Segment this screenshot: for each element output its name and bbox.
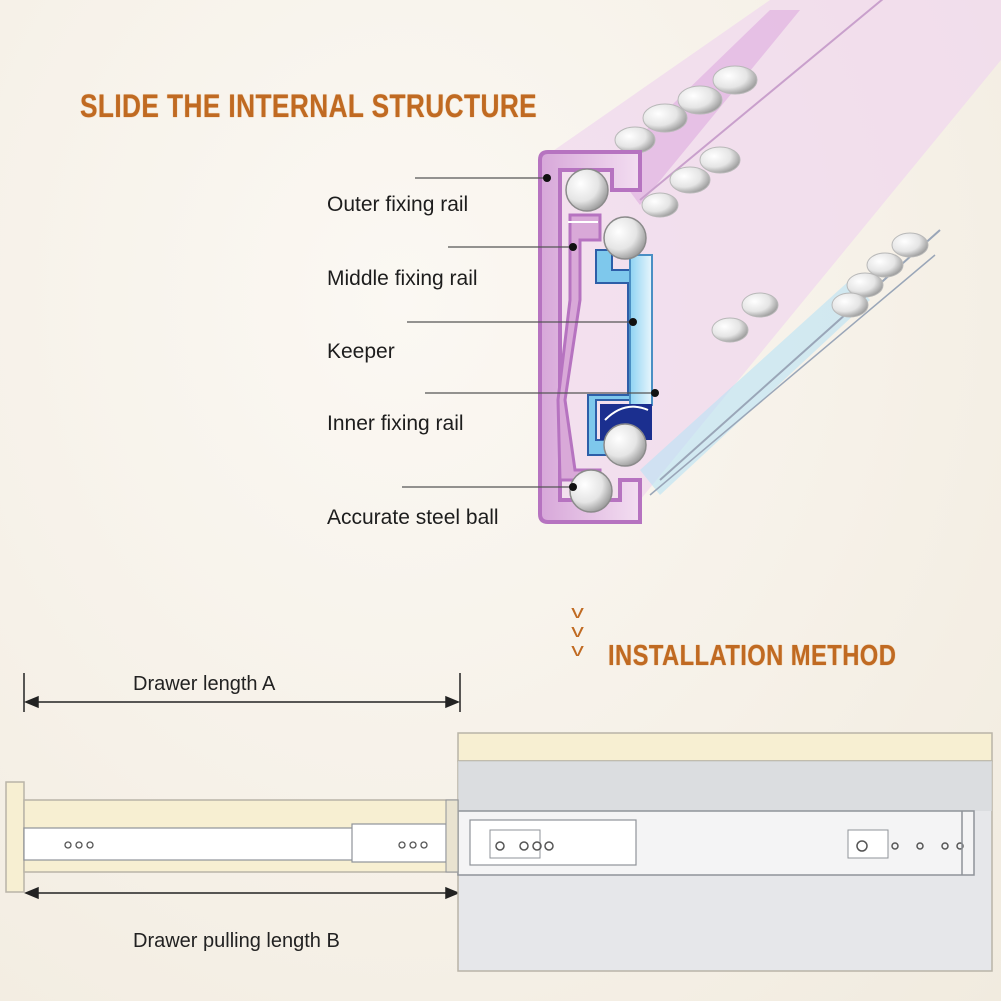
chevron-down-icon: v (571, 621, 584, 641)
outer-fixing-rail (538, 150, 642, 524)
middle-fixing-rail (556, 213, 602, 482)
label-accurate-steel-ball: Accurate steel ball (327, 506, 499, 529)
chevron-down-icon: v (571, 640, 584, 660)
cabinet (457, 732, 993, 972)
drawer (5, 781, 459, 893)
accurate-steel-ball (565, 168, 647, 513)
label-drawer-pulling-length-b: Drawer pulling length B (133, 930, 340, 952)
leader-lines (402, 177, 655, 488)
chevron-down-icon: v (571, 602, 584, 622)
dimension-arrows (23, 673, 461, 900)
section-title-internal-structure: SLIDE THE INTERNAL STRUCTURE (80, 88, 538, 124)
label-middle-fixing-rail: Middle fixing rail (327, 267, 478, 290)
label-keeper: Keeper (327, 340, 395, 363)
label-outer-fixing-rail: Outer fixing rail (327, 193, 469, 216)
label-inner-fixing-rail: Inner fixing rail (327, 412, 464, 435)
label-drawer-length-a: Drawer length A (133, 673, 276, 695)
keeper (629, 254, 653, 406)
section-title-installation-method: INSTALLATION METHOD (608, 640, 897, 672)
